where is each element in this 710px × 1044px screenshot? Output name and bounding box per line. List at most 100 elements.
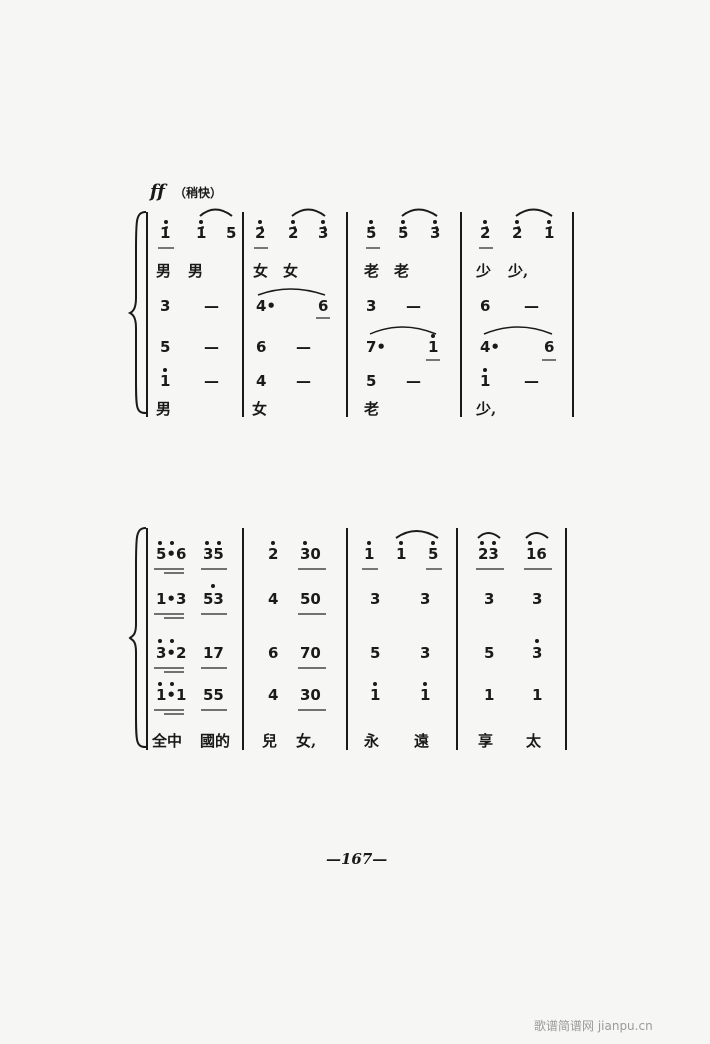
note: 1̇ [544, 224, 555, 242]
barline [346, 212, 348, 417]
note: 6 [480, 297, 491, 315]
lyric: 享 [478, 732, 494, 750]
note: 3 [532, 590, 543, 608]
barline [242, 212, 244, 417]
note: 5 [160, 338, 171, 356]
note: 55 [203, 686, 224, 704]
lyric: 國的 [200, 732, 231, 750]
note: 53 [203, 590, 224, 608]
note: 1 [364, 545, 375, 563]
lyric: 老 [364, 262, 380, 280]
note: 2 [268, 545, 279, 563]
note: — [296, 372, 311, 390]
note: 2̇ [512, 224, 523, 242]
note: 17 [203, 644, 224, 662]
lyric: 遠 [414, 732, 430, 750]
note: 1̇ [160, 224, 171, 242]
lyric: 少 [476, 262, 492, 280]
note: 5 [370, 644, 381, 662]
barline [565, 528, 567, 750]
lyric: 全中 [152, 732, 183, 750]
note: 2̇ [288, 224, 299, 242]
note: 4• [256, 297, 277, 315]
note: 1 [532, 686, 543, 704]
note: 4• [480, 338, 501, 356]
note: 70 [300, 644, 321, 662]
tempo-marking: （稍快） [173, 186, 222, 200]
note: 1̇ [196, 224, 207, 242]
dynamic-marking: ff [150, 181, 165, 202]
lyric: 太 [526, 732, 542, 750]
note: 3 [420, 590, 431, 608]
lyric: 老 [394, 262, 410, 280]
lyric: 男 [188, 262, 204, 280]
lyric: 女, [296, 732, 317, 750]
page-number: —167— [326, 850, 388, 868]
note: 2̇ [480, 224, 491, 242]
lyric: 男 [156, 400, 172, 418]
note: 3 [366, 297, 377, 315]
note: 3 [370, 590, 381, 608]
note: — [204, 297, 219, 315]
note: — [204, 338, 219, 356]
note: 4 [256, 372, 267, 390]
barline [572, 212, 574, 417]
lyric: 老 [364, 400, 380, 418]
note: 6 [256, 338, 267, 356]
watermark: 歌谱简谱网 jianpu.cn [534, 1019, 653, 1033]
note: 1 [484, 686, 495, 704]
note: 1 [160, 372, 171, 390]
note: 3•2 [156, 644, 187, 662]
note: 1 [396, 545, 407, 563]
note: 23 [478, 545, 499, 563]
lyric: 兒 [262, 732, 278, 750]
note: 1•1 [156, 686, 187, 704]
note: 4 [268, 686, 279, 704]
note: 6 [268, 644, 279, 662]
lyric: 少, [508, 262, 529, 280]
note: 1 [428, 338, 439, 356]
note: 4 [268, 590, 279, 608]
note: 2̇ [255, 224, 266, 242]
note: — [406, 372, 421, 390]
note: 3̇ [430, 224, 441, 242]
lyric: 少, [476, 400, 497, 418]
note: 50 [300, 590, 321, 608]
note: 3 [484, 590, 495, 608]
system-barline-left [146, 212, 148, 417]
barline [242, 528, 244, 750]
note: 5 [226, 224, 237, 242]
note: — [204, 372, 219, 390]
note: — [406, 297, 421, 315]
note: 3 [532, 644, 543, 662]
lyric: 男 [156, 262, 172, 280]
note: 16 [526, 545, 547, 563]
note: 5•6 [156, 545, 187, 563]
note: 3 [160, 297, 171, 315]
note: 1•3 [156, 590, 187, 608]
note: 5 [366, 372, 377, 390]
note: — [524, 372, 539, 390]
barline [456, 528, 458, 750]
note: 30 [300, 686, 321, 704]
note: 5̇ [398, 224, 409, 242]
lyric: 女 [253, 262, 269, 280]
lyric: 女 [252, 400, 268, 418]
barline [346, 528, 348, 750]
note: 30 [300, 545, 321, 563]
note: 5 [484, 644, 495, 662]
lyric: 永 [364, 732, 380, 750]
note: — [524, 297, 539, 315]
note: 3 [420, 644, 431, 662]
note: 5̇ [366, 224, 377, 242]
brace-icon [128, 211, 147, 414]
note: 7• [366, 338, 387, 356]
note: 3̇ [318, 224, 329, 242]
note: — [296, 338, 311, 356]
note: 5 [428, 545, 439, 563]
note: 1 [370, 686, 381, 704]
note: 1 [480, 372, 491, 390]
note: 1 [420, 686, 431, 704]
brace-icon [128, 527, 147, 748]
